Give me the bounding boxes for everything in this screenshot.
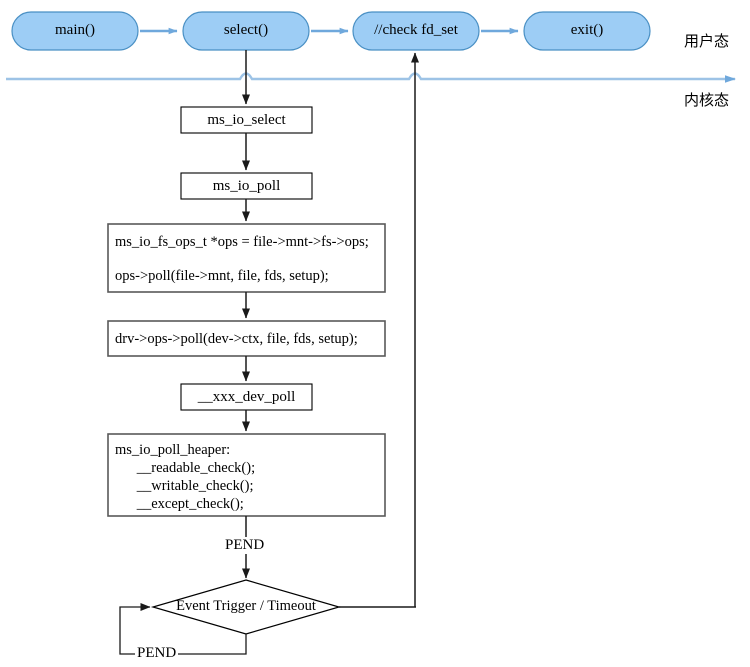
kernel-node-fs-ops[interactable] bbox=[107, 223, 386, 293]
user-node-check-fd-set[interactable] bbox=[352, 11, 480, 51]
user-node-exit[interactable] bbox=[523, 11, 651, 51]
kernel-node-ms-io-select[interactable] bbox=[180, 106, 313, 134]
kernel-node-ms-io-poll[interactable] bbox=[180, 172, 313, 200]
user-node-main[interactable] bbox=[11, 11, 139, 51]
edge-pend-loop bbox=[119, 603, 247, 655]
kernel-node-drv-ops-poll[interactable] bbox=[107, 320, 386, 357]
decision-event-trigger[interactable] bbox=[150, 579, 342, 635]
kernel-node-poll-heaper[interactable] bbox=[107, 433, 386, 517]
user-node-select[interactable] bbox=[182, 11, 310, 51]
mode-divider-line bbox=[6, 72, 736, 83]
kernel-node-xxx-dev-poll[interactable] bbox=[180, 383, 313, 411]
